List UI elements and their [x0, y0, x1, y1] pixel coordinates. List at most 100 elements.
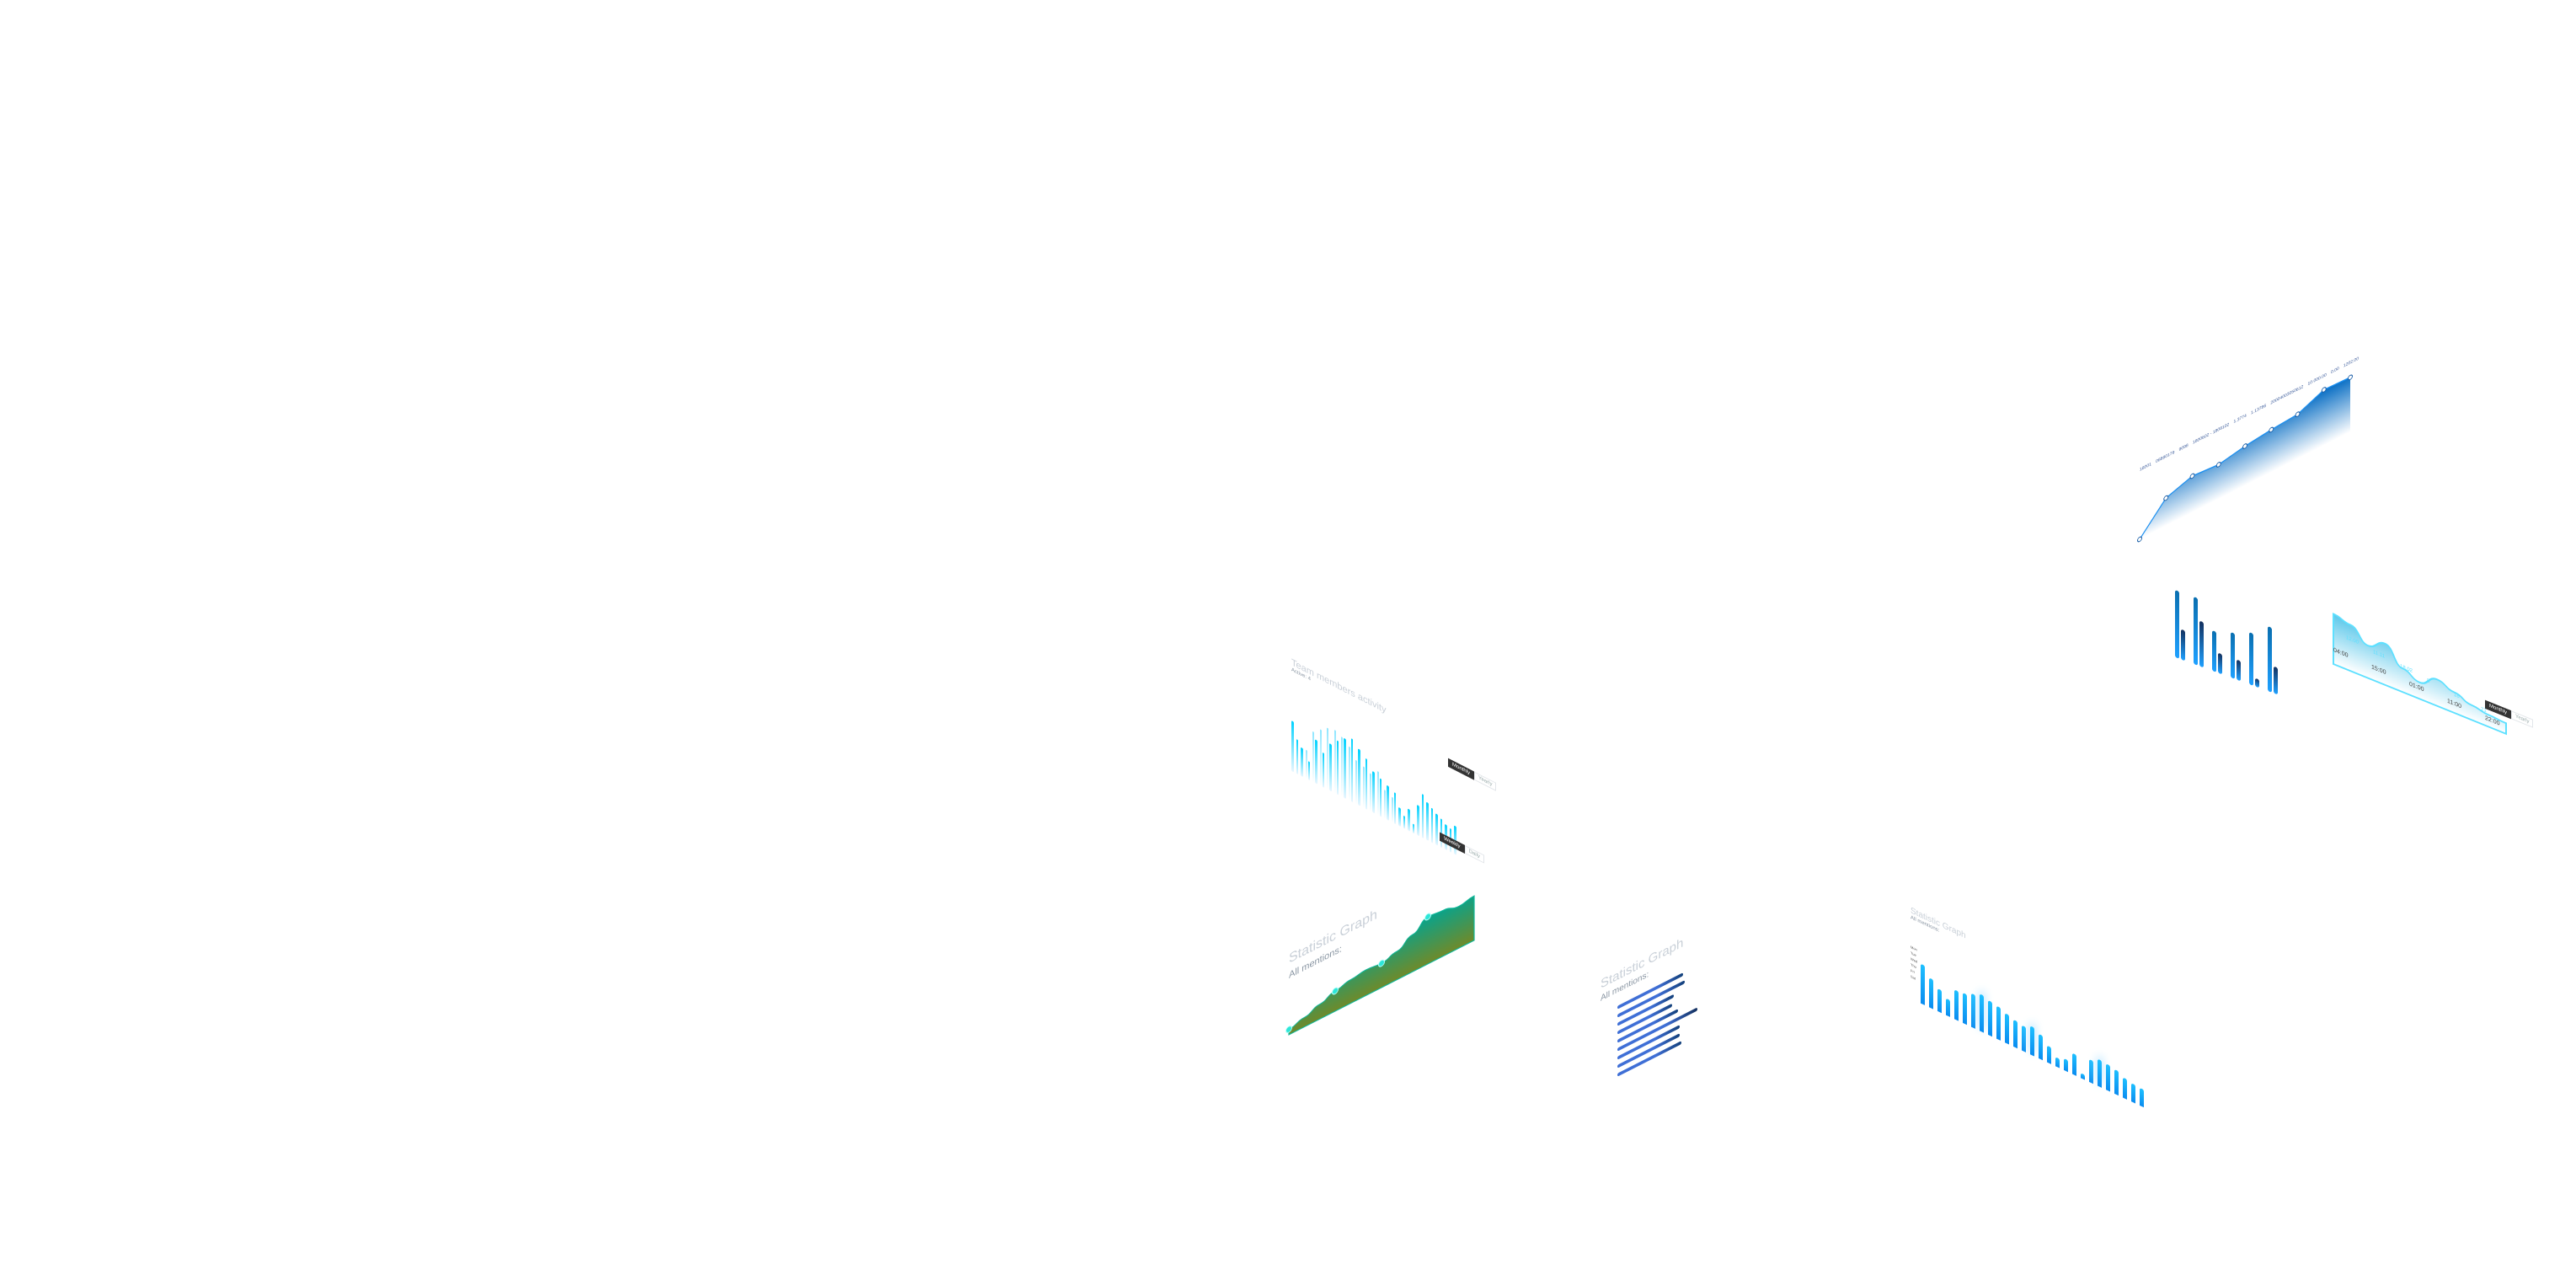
column-bar[interactable]	[1988, 999, 1992, 1037]
column-bar[interactable]	[2098, 1058, 2102, 1088]
top-label: 0.00	[2330, 366, 2339, 376]
bar-group	[1355, 747, 1360, 806]
bar-previous	[1333, 729, 1336, 794]
column-bar[interactable]	[2005, 1013, 2009, 1045]
column-bar[interactable]	[1971, 993, 1975, 1029]
bar-secondary[interactable]	[2181, 629, 2185, 661]
column-bar[interactable]	[2055, 1057, 2060, 1069]
bar-current	[1344, 737, 1346, 799]
bar-current	[1387, 785, 1389, 821]
point-marker[interactable]	[2269, 426, 2274, 433]
column-bar[interactable]	[2114, 1069, 2119, 1096]
bar-previous	[1391, 796, 1393, 823]
bar-group	[1305, 749, 1310, 781]
column-bar[interactable]	[1929, 977, 1933, 1010]
bar-current	[1358, 747, 1360, 806]
point-marker[interactable]	[2321, 387, 2327, 394]
bar-current	[1379, 778, 1382, 817]
top-label: 10.000.00	[2307, 372, 2327, 388]
column-bar[interactable]	[1946, 998, 1950, 1017]
area-chart	[1285, 895, 1475, 1036]
column-bar[interactable]	[2064, 1058, 2068, 1073]
point-marker[interactable]	[2295, 411, 2301, 418]
column-bar[interactable]	[1980, 994, 1984, 1033]
column-bar[interactable]	[2089, 1058, 2093, 1085]
bar-previous	[1305, 749, 1307, 779]
bar-secondary[interactable]	[2255, 678, 2259, 688]
column-bar[interactable]	[2140, 1087, 2144, 1108]
point-marker[interactable]	[1285, 1025, 1292, 1034]
bar-group	[1341, 736, 1346, 799]
point-marker[interactable]	[1378, 959, 1385, 968]
bar-group	[1327, 726, 1332, 792]
bar-previous	[1341, 736, 1343, 798]
column-bar[interactable]	[1954, 989, 1959, 1021]
column-bar[interactable]	[1996, 1005, 2001, 1041]
point-marker[interactable]	[2137, 536, 2142, 543]
bar-primary[interactable]	[2268, 626, 2272, 693]
toggle-yearly[interactable]: Yearly	[1474, 771, 1497, 792]
bar-current	[1417, 804, 1419, 837]
bar-current	[1296, 738, 1298, 775]
line-area-chart	[2137, 374, 2353, 543]
bar-secondary[interactable]	[2237, 659, 2241, 682]
column-bar[interactable]	[2072, 1052, 2076, 1076]
bar-current	[1307, 760, 1310, 781]
bar-group	[2175, 590, 2185, 661]
column-bar[interactable]	[2081, 1073, 2085, 1080]
point-marker[interactable]	[2189, 473, 2195, 479]
bar-primary[interactable]	[2175, 590, 2179, 659]
point-label: 8	[2427, 678, 2430, 685]
column-bar[interactable]	[1963, 992, 1967, 1026]
point-marker[interactable]	[2215, 462, 2221, 469]
bar-current	[1412, 822, 1414, 834]
bar-primary[interactable]	[2231, 631, 2235, 679]
bar-group	[1319, 728, 1324, 788]
bar-primary[interactable]	[2194, 597, 2198, 666]
column-bar[interactable]	[2039, 1033, 2043, 1061]
bar-group	[1408, 808, 1410, 832]
bar-group	[1391, 790, 1396, 825]
bar-current	[1426, 801, 1429, 841]
bar-current	[1336, 740, 1339, 795]
bar-previous	[1348, 746, 1350, 801]
column-bar[interactable]	[2106, 1063, 2110, 1092]
bar-secondary[interactable]	[2274, 666, 2278, 695]
bar-group	[1312, 731, 1317, 785]
bar-group	[2249, 631, 2259, 688]
bar-group	[2268, 626, 2278, 695]
bar-primary[interactable]	[2249, 631, 2253, 686]
column-bar[interactable]	[2131, 1082, 2135, 1104]
bar-group	[1348, 736, 1353, 803]
point-marker[interactable]	[1424, 913, 1431, 922]
point-marker[interactable]	[2163, 495, 2169, 501]
bar-primary[interactable]	[2212, 630, 2216, 672]
point-marker[interactable]	[2348, 374, 2353, 381]
bar-current	[1315, 738, 1317, 785]
bar-current	[1350, 737, 1353, 803]
bar-group	[1301, 747, 1303, 777]
column-bar[interactable]	[2047, 1045, 2051, 1064]
bar-group	[1426, 801, 1429, 841]
point-marker[interactable]	[2242, 443, 2247, 450]
top-label: 1202.00	[2343, 356, 2359, 369]
toggle-yearly[interactable]: Yearly	[2511, 710, 2534, 728]
bar-secondary[interactable]	[2218, 652, 2222, 675]
column-bar[interactable]	[2013, 1019, 2018, 1049]
column-bar[interactable]	[1937, 988, 1942, 1014]
column-bar[interactable]	[2123, 1077, 2127, 1100]
column-bar[interactable]	[2030, 1026, 2034, 1057]
bar-current	[1408, 808, 1410, 832]
point-marker[interactable]	[1332, 987, 1339, 996]
bar-current	[1322, 752, 1324, 788]
bar-previous	[1319, 728, 1322, 787]
column-bar[interactable]	[1921, 963, 1925, 1005]
column-bar[interactable]	[2022, 1025, 2026, 1052]
bar-current	[1421, 793, 1424, 838]
statistic-hbar-widget: Statistic Graph All mentions:	[1601, 867, 1718, 1095]
bar-secondary[interactable]	[2199, 620, 2204, 668]
statistic-area-widget: Statistic Graph All mentions:	[1285, 811, 1483, 1036]
bar-current	[1403, 815, 1405, 829]
